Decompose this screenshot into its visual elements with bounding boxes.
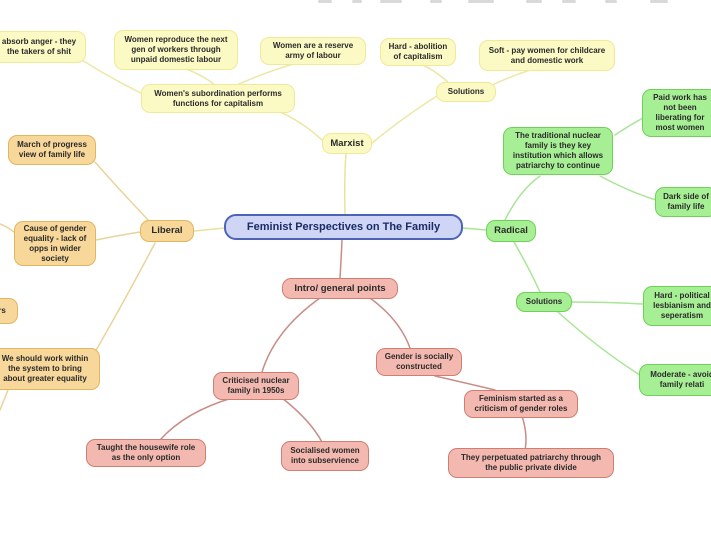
connector-radical-solutions: [513, 241, 541, 293]
dark-side-node[interactable]: Dark side of family life: [655, 187, 711, 217]
connector-solutions-hard: [419, 63, 451, 85]
connector-intro-criticised: [261, 297, 321, 373]
feminism-started-node[interactable]: Feminism started as a criticism of gende…: [464, 390, 578, 418]
connector-liberal-march: [94, 161, 151, 223]
connector-radical-key: [504, 175, 541, 221]
connector-liberal-work: [94, 242, 156, 353]
connector-central-marxist: [343, 151, 347, 215]
connector-criticised-socialised: [281, 397, 323, 443]
housewife-role-node[interactable]: Taught the housewife role as the only op…: [86, 439, 206, 467]
reserve-army-node[interactable]: Women are a reserve army of labour: [260, 37, 366, 65]
marxist-hard-node[interactable]: Hard - abolition of capitalism: [380, 38, 456, 66]
connector-liberal-cause: [95, 231, 141, 241]
connector-key-paid: [614, 117, 644, 136]
liberal-hub[interactable]: Liberal: [140, 220, 194, 242]
connector-solutions-moderate: [557, 311, 641, 376]
connector-cause-left: [0, 223, 15, 233]
work-within-system-node[interactable]: We should work within the system to brin…: [0, 348, 100, 390]
intro-hub[interactable]: Intro/ general points: [282, 278, 398, 299]
marxist-hub[interactable]: Marxist: [322, 133, 372, 154]
paid-work-node[interactable]: Paid work has not been liberating for mo…: [642, 89, 711, 137]
radical-solutions-node[interactable]: Solutions: [516, 292, 572, 312]
absorb-anger-node[interactable]: absorb anger - they the takers of shit: [0, 31, 86, 63]
top-strip: [300, 0, 711, 3]
moderate-solution-node[interactable]: Moderate - avoid family relati: [639, 364, 711, 396]
central-topic[interactable]: Feminist Perspectives on The Family: [224, 214, 463, 240]
connector-solutions-political: [569, 301, 644, 305]
connector-central-liberal: [193, 227, 225, 232]
connector-key-dark: [599, 175, 657, 201]
connector-marxist-solutions: [371, 95, 438, 144]
connector-subordination-absorb: [81, 59, 146, 96]
connector-feminism-patriarchy: [521, 415, 527, 451]
connector-criticised-housewife: [159, 397, 233, 441]
subordination-node[interactable]: Women's subordination performs functions…: [141, 84, 295, 113]
criticised-nuclear-node[interactable]: Criticised nuclear family in 1950s: [213, 372, 299, 400]
radical-hub[interactable]: Radical: [486, 220, 536, 242]
marxist-soft-node[interactable]: Soft - pay women for childcare and domes…: [479, 40, 615, 71]
connector-central-radical: [462, 227, 487, 231]
gender-social-node[interactable]: Gender is socially constructed: [376, 348, 462, 376]
liberal-partial-node[interactable]: rs: [0, 298, 18, 324]
marxist-solutions-node[interactable]: Solutions: [436, 82, 496, 102]
political-lesbianism-node[interactable]: Hard - political lesbianism and seperati…: [643, 286, 711, 326]
key-institution-node[interactable]: The traditional nuclear family is they k…: [503, 127, 613, 175]
march-of-progress-node[interactable]: March of progress view of family life: [8, 135, 96, 165]
reproduce-workers-node[interactable]: Women reproduce the next gen of workers …: [114, 30, 238, 70]
subservience-node[interactable]: Socialised women into subservience: [281, 441, 369, 471]
public-private-node[interactable]: They perpetuated patriarchy through the …: [448, 448, 614, 478]
connector-central-intro: [339, 239, 343, 279]
cause-of-equality-node[interactable]: Cause of gender equality - lack of opps …: [14, 221, 96, 266]
connector-gender-feminism: [434, 375, 496, 391]
connector-intro-gender: [369, 297, 411, 349]
